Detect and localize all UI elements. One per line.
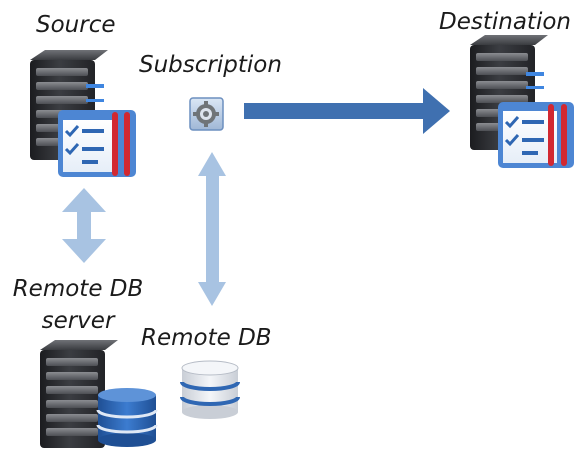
remote-db-server-database-icon bbox=[96, 388, 158, 447]
remote-db-database-icon bbox=[180, 360, 240, 419]
label-remote-db: Remote DB bbox=[141, 325, 272, 351]
subscription-gear-icon bbox=[189, 97, 224, 131]
label-remote-db-server-line1: Remote DB bbox=[12, 276, 144, 302]
arrow-source-remote-db-server bbox=[62, 188, 106, 263]
label-subscription: Subscription bbox=[139, 52, 282, 78]
destination-checklist-icon bbox=[498, 102, 574, 168]
label-source: Source bbox=[36, 12, 116, 38]
source-checklist-icon bbox=[58, 110, 136, 177]
arrow-subscription-remote-db bbox=[198, 152, 226, 306]
remote-db-server-icon bbox=[40, 340, 118, 448]
label-destination: Destination bbox=[439, 9, 571, 35]
arrow-subscription-to-destination bbox=[244, 88, 450, 134]
label-remote-db-server-line2: server bbox=[41, 308, 115, 334]
